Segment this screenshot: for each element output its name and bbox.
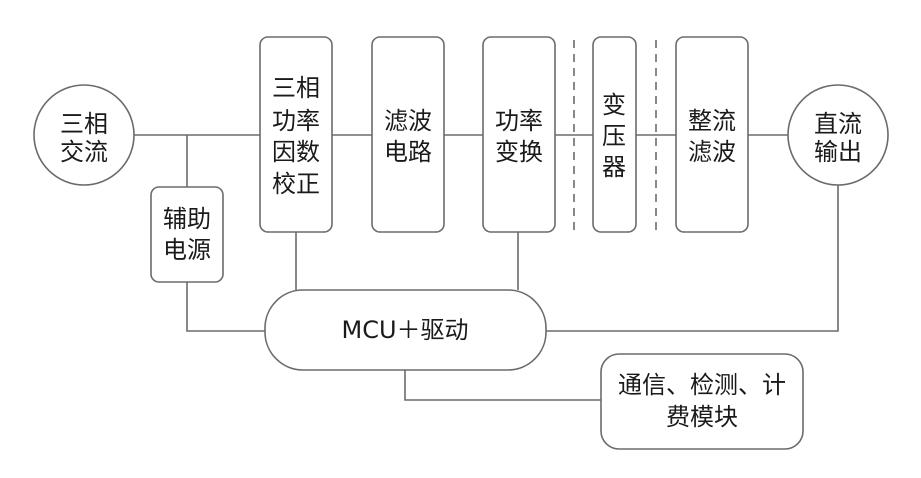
filter-label-line1: 滤波 xyxy=(384,107,432,135)
transformer-label-line2: 压 xyxy=(602,122,626,150)
power-conversion-block: 功率 变换 xyxy=(482,36,556,233)
pfc-label-line3: 因数 xyxy=(272,138,320,166)
dc-output-label-line2: 输出 xyxy=(814,138,862,166)
dc-output-label-line1: 直流 xyxy=(814,110,862,138)
transformer-label-line1: 变 xyxy=(602,91,626,119)
rectifier-filter-label-line1: 整流 xyxy=(688,107,736,135)
power-conversion-label-line2: 变换 xyxy=(495,138,543,166)
mcu-driver-block: MCU＋驱动 xyxy=(264,289,547,371)
rectifier-filter-label-line2: 滤波 xyxy=(688,138,736,166)
filter-label-line2: 电路 xyxy=(384,138,432,166)
ac-input-label-line1: 三相 xyxy=(60,110,108,138)
transformer-label-line3: 器 xyxy=(602,153,626,181)
filter-circuit-block: 滤波 电路 xyxy=(371,36,445,233)
comm-module-block: 通信、检测、计 费模块 xyxy=(600,353,804,450)
wire-aux-power-to-mcu xyxy=(186,282,265,332)
wire-mcu-to-comm-module xyxy=(404,370,601,401)
ac-input-label-line2: 交流 xyxy=(60,138,108,166)
pfc-label-line1: 三相 xyxy=(272,74,320,102)
aux-power-label-line2: 电源 xyxy=(163,236,211,264)
ac-input-node: 三相 交流 xyxy=(33,84,135,186)
comm-module-label-line1: 通信、检测、计 xyxy=(618,371,786,399)
rectifier-filter-block: 整流 滤波 xyxy=(675,36,749,233)
pfc-block: 三相 功率 因数 校正 xyxy=(259,36,333,233)
aux-power-label-line1: 辅助 xyxy=(163,205,211,233)
pfc-label-line4: 校正 xyxy=(272,170,320,198)
aux-power-block: 辅助 电源 xyxy=(150,186,224,283)
wire-mcu-to-dc-output xyxy=(546,184,839,332)
pfc-label-line2: 功率 xyxy=(272,107,320,135)
comm-module-label-line2: 费模块 xyxy=(666,403,738,431)
transformer-block: 变 压 器 xyxy=(592,36,637,233)
dc-output-node: 直流 输出 xyxy=(787,84,889,186)
mcu-driver-label: MCU＋驱动 xyxy=(341,316,468,344)
power-conversion-label-line1: 功率 xyxy=(495,107,543,135)
connection-wires xyxy=(134,134,839,401)
